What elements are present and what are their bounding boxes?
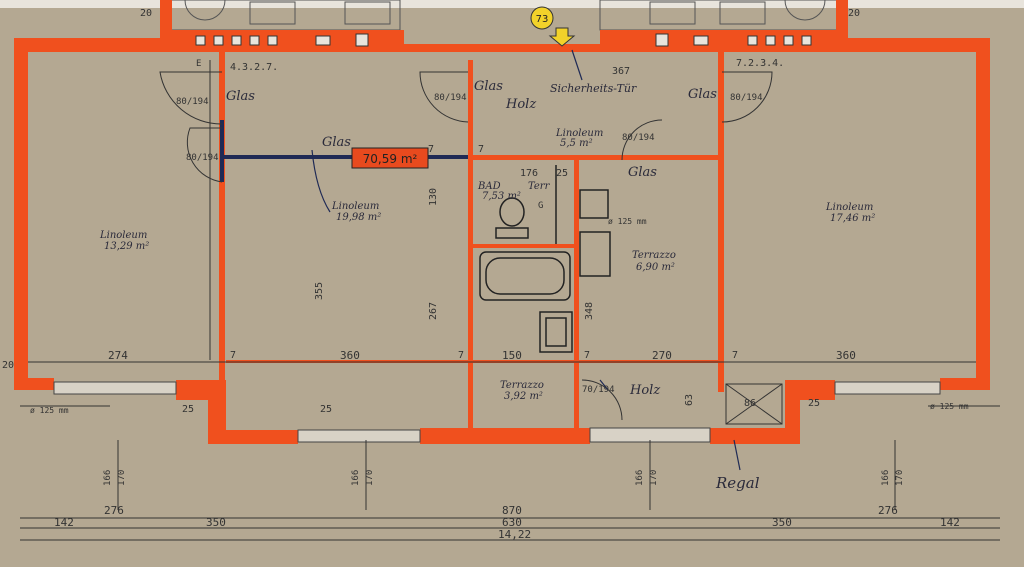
room-living-name: Linoleum <box>331 201 379 212</box>
door-size-1: 80/194 <box>176 97 209 107</box>
dim-partial-6: 25 <box>556 168 568 179</box>
note-glass-4: Glas <box>688 87 717 102</box>
door-size-2: 80/194 <box>186 153 219 163</box>
wall-seg-3: 7 <box>584 350 590 361</box>
door-swings <box>159 71 773 421</box>
dim-partial-8: 63 <box>684 394 695 406</box>
note-shelf: Regal <box>715 474 760 492</box>
dim-partial-5: 130 <box>428 188 439 206</box>
room-left-area: 13,29 m² <box>104 241 149 252</box>
room-entry-area: 3,92 m² <box>504 391 543 402</box>
wall-seg-4: 7 <box>732 350 738 361</box>
bottom-dim-1: 276 <box>104 504 124 517</box>
room-bath-area: 7,53 m² <box>482 191 521 202</box>
room-hall-name: Linoleum <box>555 128 603 139</box>
paper-edge-top <box>0 0 1024 8</box>
inner-length-2: 360 <box>340 349 360 362</box>
wall-thickness-2: 20 <box>848 8 860 19</box>
pen-strokes <box>311 49 741 471</box>
reference-badge <box>530 6 554 30</box>
note-wood-2: Holz <box>629 383 660 398</box>
window-height-1b: 170 <box>117 470 127 486</box>
note-glass-5: Glas <box>628 165 657 180</box>
window-height-2a: 166 <box>351 470 361 486</box>
dim-partial-4: 348 <box>584 302 595 320</box>
door-size-5: 80/194 <box>622 133 655 143</box>
dim-partial-3: 267 <box>428 302 439 320</box>
valve-label-e: E <box>196 59 201 69</box>
room-hall-area: 5,5 m² <box>560 138 593 149</box>
vent-squares <box>195 33 812 47</box>
window-height-3a: 166 <box>635 470 645 486</box>
room-kitchen-area: 6,90 m² <box>636 262 675 273</box>
dimension-lines <box>20 60 1000 541</box>
note-glass-3: Glas <box>474 79 503 94</box>
door-size-3: 80/194 <box>434 93 467 103</box>
wall-thickness-1: 20 <box>140 8 152 19</box>
bottom-dim-7: 350 <box>772 516 792 529</box>
glass-partition <box>220 120 468 182</box>
dim-partial-1: 367 <box>612 66 630 77</box>
bottom-dim-6: 630 <box>502 516 522 529</box>
room-right-name: Linoleum <box>825 202 873 213</box>
note-wood-1: Holz <box>505 97 536 112</box>
bottom-dim-8: 142 <box>940 516 960 529</box>
wall-thickness-4: 25 <box>182 404 194 415</box>
door-size-4: 80/194 <box>730 93 763 103</box>
valve-label-g: G <box>538 201 543 211</box>
bottom-dim-3: 276 <box>878 504 898 517</box>
overall-width: 14,22 <box>498 528 531 541</box>
wall-thickness-3: 20 <box>2 360 14 371</box>
reference-number: 73 <box>536 14 549 25</box>
bottom-dim-5: 350 <box>206 516 226 529</box>
shelf <box>725 383 783 425</box>
door-size-6: 70/194 <box>582 385 615 395</box>
bathroom-fixtures <box>479 165 611 353</box>
window-height-4b: 170 <box>895 470 905 486</box>
inner-length-1: 274 <box>108 349 128 362</box>
room-left-name: Linoleum <box>99 230 147 241</box>
room-code-left: 4.3.2.7. <box>230 62 278 73</box>
room-entry-name: Terrazzo <box>500 380 544 391</box>
inner-length-5: 360 <box>836 349 856 362</box>
wall-seg-2: 7 <box>458 350 464 361</box>
pipe-note-2: ø 125 mm <box>608 217 647 226</box>
entry-arrow-icon <box>548 27 576 47</box>
inner-length-3: 150 <box>502 349 522 362</box>
room-bath-name: BAD <box>477 181 501 192</box>
window-height-1a: 166 <box>103 470 113 486</box>
window-height-3b: 170 <box>649 470 659 486</box>
window-height-2b: 170 <box>365 470 375 486</box>
room-living-area: 19,98 m² <box>336 212 381 223</box>
total-area-badge <box>351 147 429 169</box>
dim-partial-7: 176 <box>520 168 538 179</box>
wall-thickness-5: 25 <box>808 398 820 409</box>
wall-thickness-6: 25 <box>320 404 332 415</box>
wall-seg-1: 7 <box>230 350 236 361</box>
window-height-4a: 166 <box>881 470 891 486</box>
dim-partial-9: 86 <box>744 398 756 409</box>
pipe-note-3: ø 125 mm <box>930 402 969 411</box>
inner-length-4: 270 <box>652 349 672 362</box>
bottom-dim-4: 142 <box>54 516 74 529</box>
note-glass-2: Glas <box>322 135 351 150</box>
note-security-door: Sicherheits-Tür <box>550 82 637 95</box>
pipe-note-1: ø 125 mm <box>30 406 69 415</box>
total-area-label: 70,59 m² <box>363 152 418 166</box>
room-bath-floor: Terr <box>528 181 551 192</box>
bottom-dim-2: 870 <box>502 504 522 517</box>
dim-partial-2: 355 <box>314 282 325 300</box>
wall-seg-5: 7 <box>428 144 434 155</box>
note-glass-1: Glas <box>226 89 255 104</box>
room-kitchen-name: Terrazzo <box>632 250 676 261</box>
windows <box>53 381 941 443</box>
room-code-right: 7.2.3.4. <box>736 58 784 69</box>
room-right-area: 17,46 m² <box>830 213 875 224</box>
wall-seg-6: 7 <box>478 144 484 155</box>
